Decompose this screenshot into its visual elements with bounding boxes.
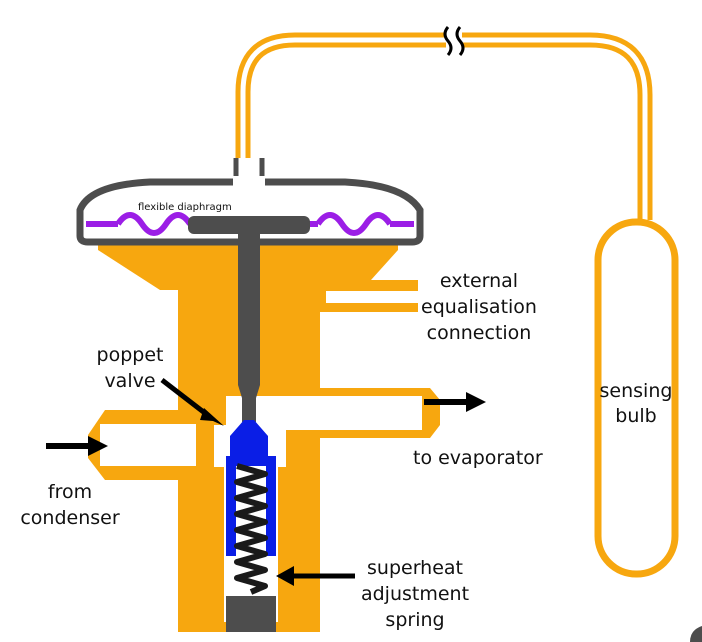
spring-label-line3: spring xyxy=(385,609,444,631)
arrow-right-icon xyxy=(46,436,108,456)
equalisation-label-line1: external xyxy=(440,270,518,292)
spring-cup xyxy=(226,456,276,556)
condenser-label-line1: from xyxy=(48,481,92,503)
poppet-label-line2: valve xyxy=(104,370,155,392)
spring-pointer-arrow xyxy=(276,566,355,586)
sensing-label-line2: bulb xyxy=(615,405,656,427)
adjustment-screw xyxy=(226,596,276,632)
evaporator-label: to evaporator xyxy=(413,447,543,469)
condenser-label-line2: condenser xyxy=(20,507,119,529)
equalisation-label-line3: connection xyxy=(427,322,532,344)
capillary-tube xyxy=(235,32,653,220)
capillary-break-icon xyxy=(443,26,465,56)
diaphragm-label: flexible diaphragm xyxy=(138,202,232,213)
spring-label-line2: adjustment xyxy=(361,583,469,605)
sensing-label-line1: sensing xyxy=(600,380,673,402)
poppet-pointer-arrow xyxy=(160,378,224,426)
sensing-bulb xyxy=(594,218,679,578)
equalisation-label-line2: equalisation xyxy=(421,296,537,318)
arrow-right-icon xyxy=(424,392,486,412)
superheat-spring xyxy=(234,463,268,595)
poppet-label-line1: poppet xyxy=(97,344,164,366)
corner-shape xyxy=(690,626,702,642)
spring-label-line1: superheat xyxy=(367,557,463,579)
valve-stem xyxy=(188,216,310,422)
poppet-valve xyxy=(230,420,268,458)
